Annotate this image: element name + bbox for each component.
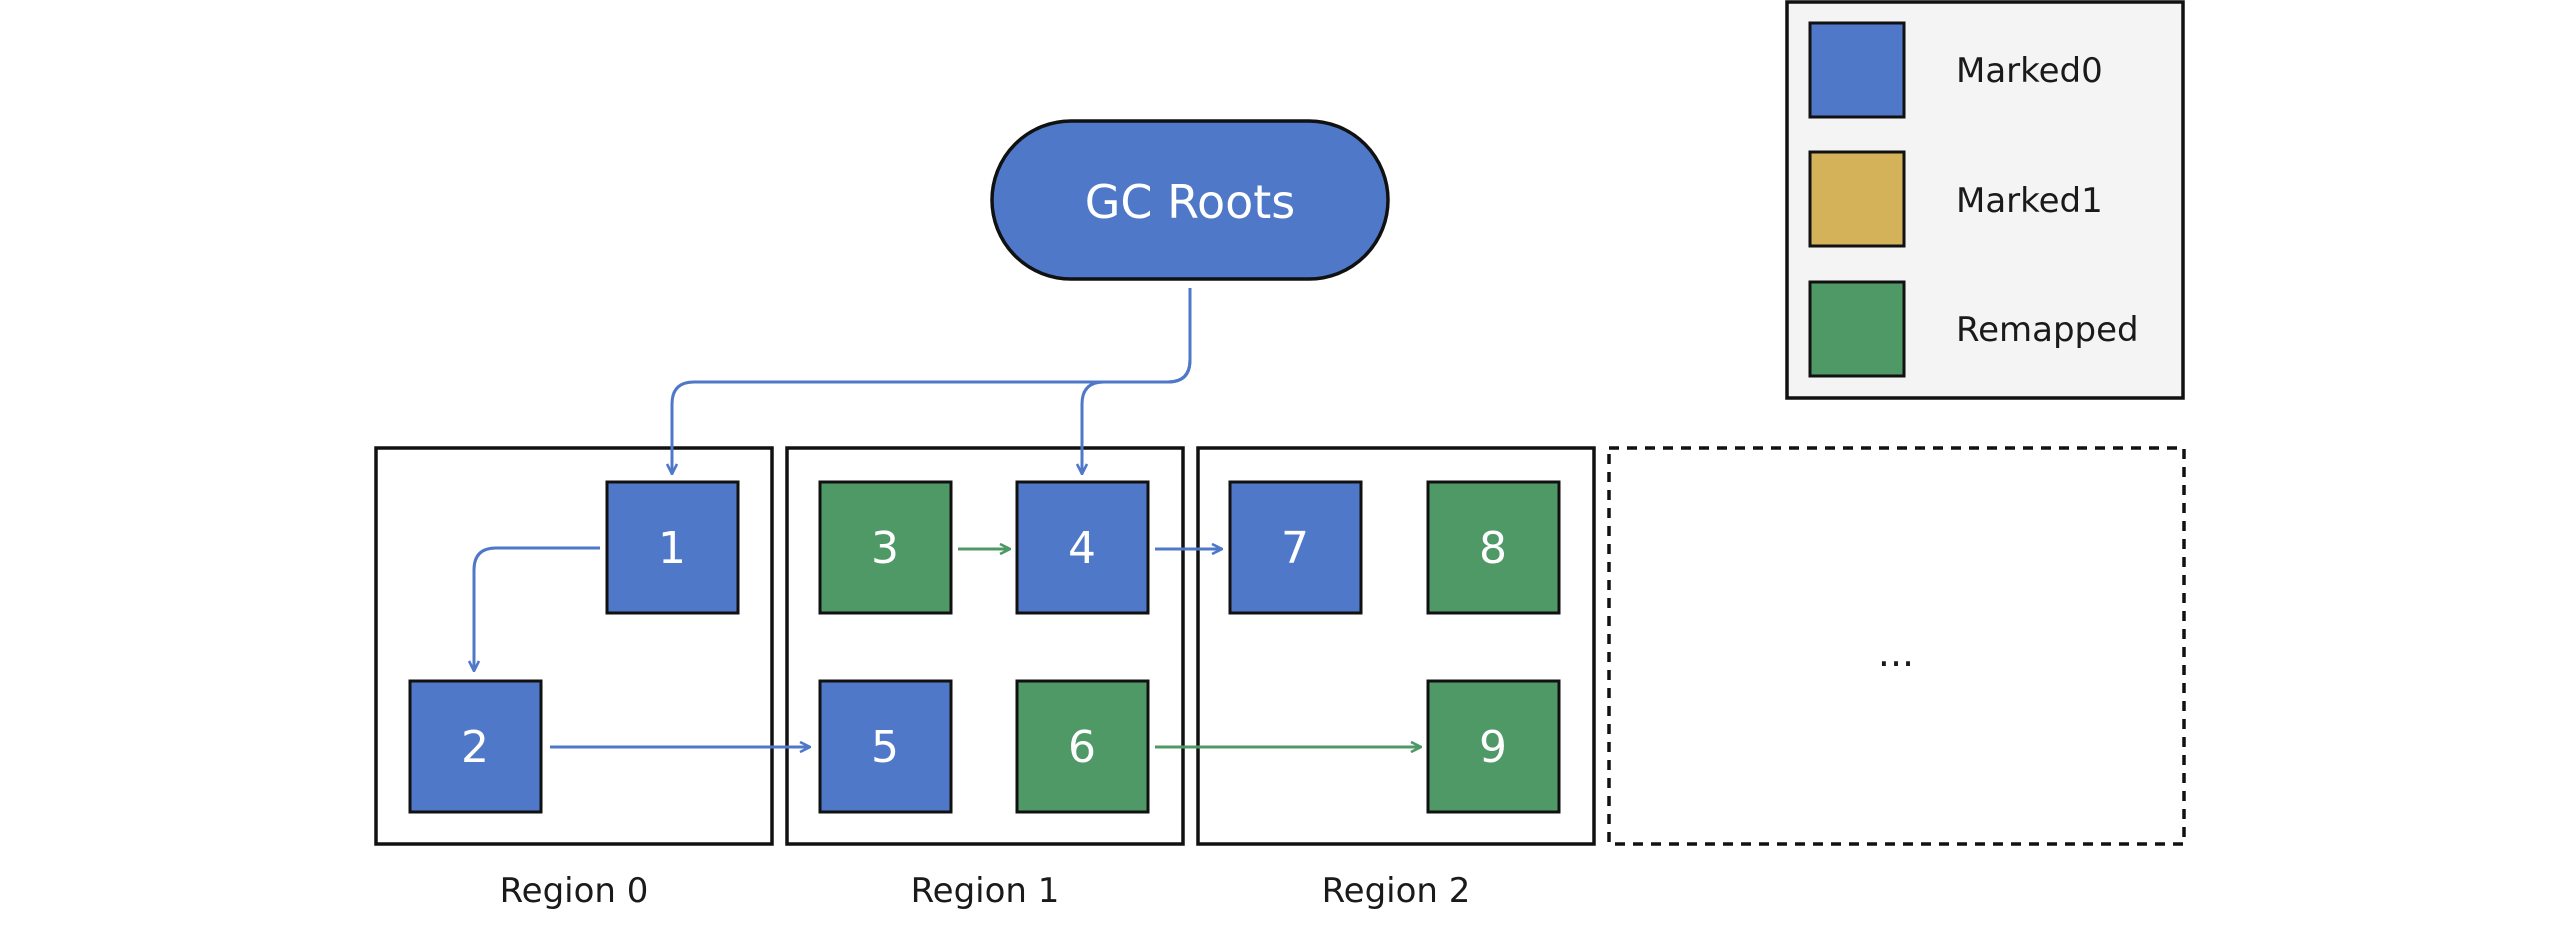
object-7-box: [1228, 480, 1363, 615]
object-9-box: [1426, 679, 1561, 814]
object-2-box: [408, 679, 543, 814]
legend-item-marked0: Marked0: [1808, 21, 2103, 119]
region-2-label: Region 2: [1322, 871, 1471, 911]
gc-roots-label: GC Roots: [1085, 175, 1296, 229]
object-8: 8: [1426, 480, 1561, 615]
object-3-box: [818, 480, 953, 615]
legend: Marked0 Marked1 Remapped: [1785, 0, 2185, 400]
objects: 1 2 3 4 5 6 7 8 9: [408, 480, 1561, 814]
region-1: Region 1: [785, 446, 1185, 911]
object-1-label: 1: [658, 523, 686, 574]
object-9: 9: [1426, 679, 1561, 814]
object-6-label: 6: [1068, 722, 1096, 773]
object-5-box: [818, 679, 953, 814]
object-3-label: 3: [871, 523, 899, 574]
object-7-label: 7: [1281, 523, 1309, 574]
object-2: 2: [408, 679, 543, 814]
object-4-label: 4: [1068, 523, 1096, 574]
legend-label-marked0: Marked0: [1956, 51, 2103, 91]
object-5-label: 5: [871, 722, 899, 773]
object-4: 4: [1015, 480, 1150, 615]
object-1-box: [605, 480, 740, 615]
object-6-box: [1015, 679, 1150, 814]
region-1-label: Region 1: [911, 871, 1060, 911]
legend-swatch-marked1: [1808, 150, 1906, 248]
object-9-label: 9: [1479, 722, 1507, 773]
legend-label-remapped: Remapped: [1956, 310, 2139, 350]
region-0: Region 0: [374, 446, 774, 911]
object-7: 7: [1228, 480, 1363, 615]
region-2-box: [1196, 446, 1596, 846]
gc-roots-shape: [990, 119, 1390, 281]
references: [474, 288, 1421, 747]
region-2: Region 2: [1196, 446, 1596, 911]
legend-label-marked1: Marked1: [1956, 181, 2103, 221]
gc-roots-node: GC Roots: [990, 119, 1390, 281]
object-8-label: 8: [1479, 523, 1507, 574]
object-2-label: 2: [461, 722, 489, 773]
legend-item-remapped: Remapped: [1808, 280, 2139, 378]
object-8-box: [1426, 480, 1561, 615]
more-regions-placeholder: ...: [1607, 446, 2186, 846]
object-3: 3: [818, 480, 953, 615]
object-5: 5: [818, 679, 953, 814]
region-1-box: [785, 446, 1185, 846]
more-regions-ellipsis: ...: [1878, 631, 1914, 675]
legend-swatch-remapped: [1808, 280, 1906, 378]
object-4-box: [1015, 480, 1150, 615]
ref-1-to-2: [474, 546, 600, 671]
region-0-box: [374, 446, 774, 846]
legend-swatch-marked0: [1808, 21, 1906, 119]
ref-root-to-4: [1082, 359, 1192, 474]
legend-item-marked1: Marked1: [1808, 150, 2103, 248]
object-6: 6: [1015, 679, 1150, 814]
region-0-label: Region 0: [500, 871, 649, 911]
object-1: 1: [605, 480, 740, 615]
